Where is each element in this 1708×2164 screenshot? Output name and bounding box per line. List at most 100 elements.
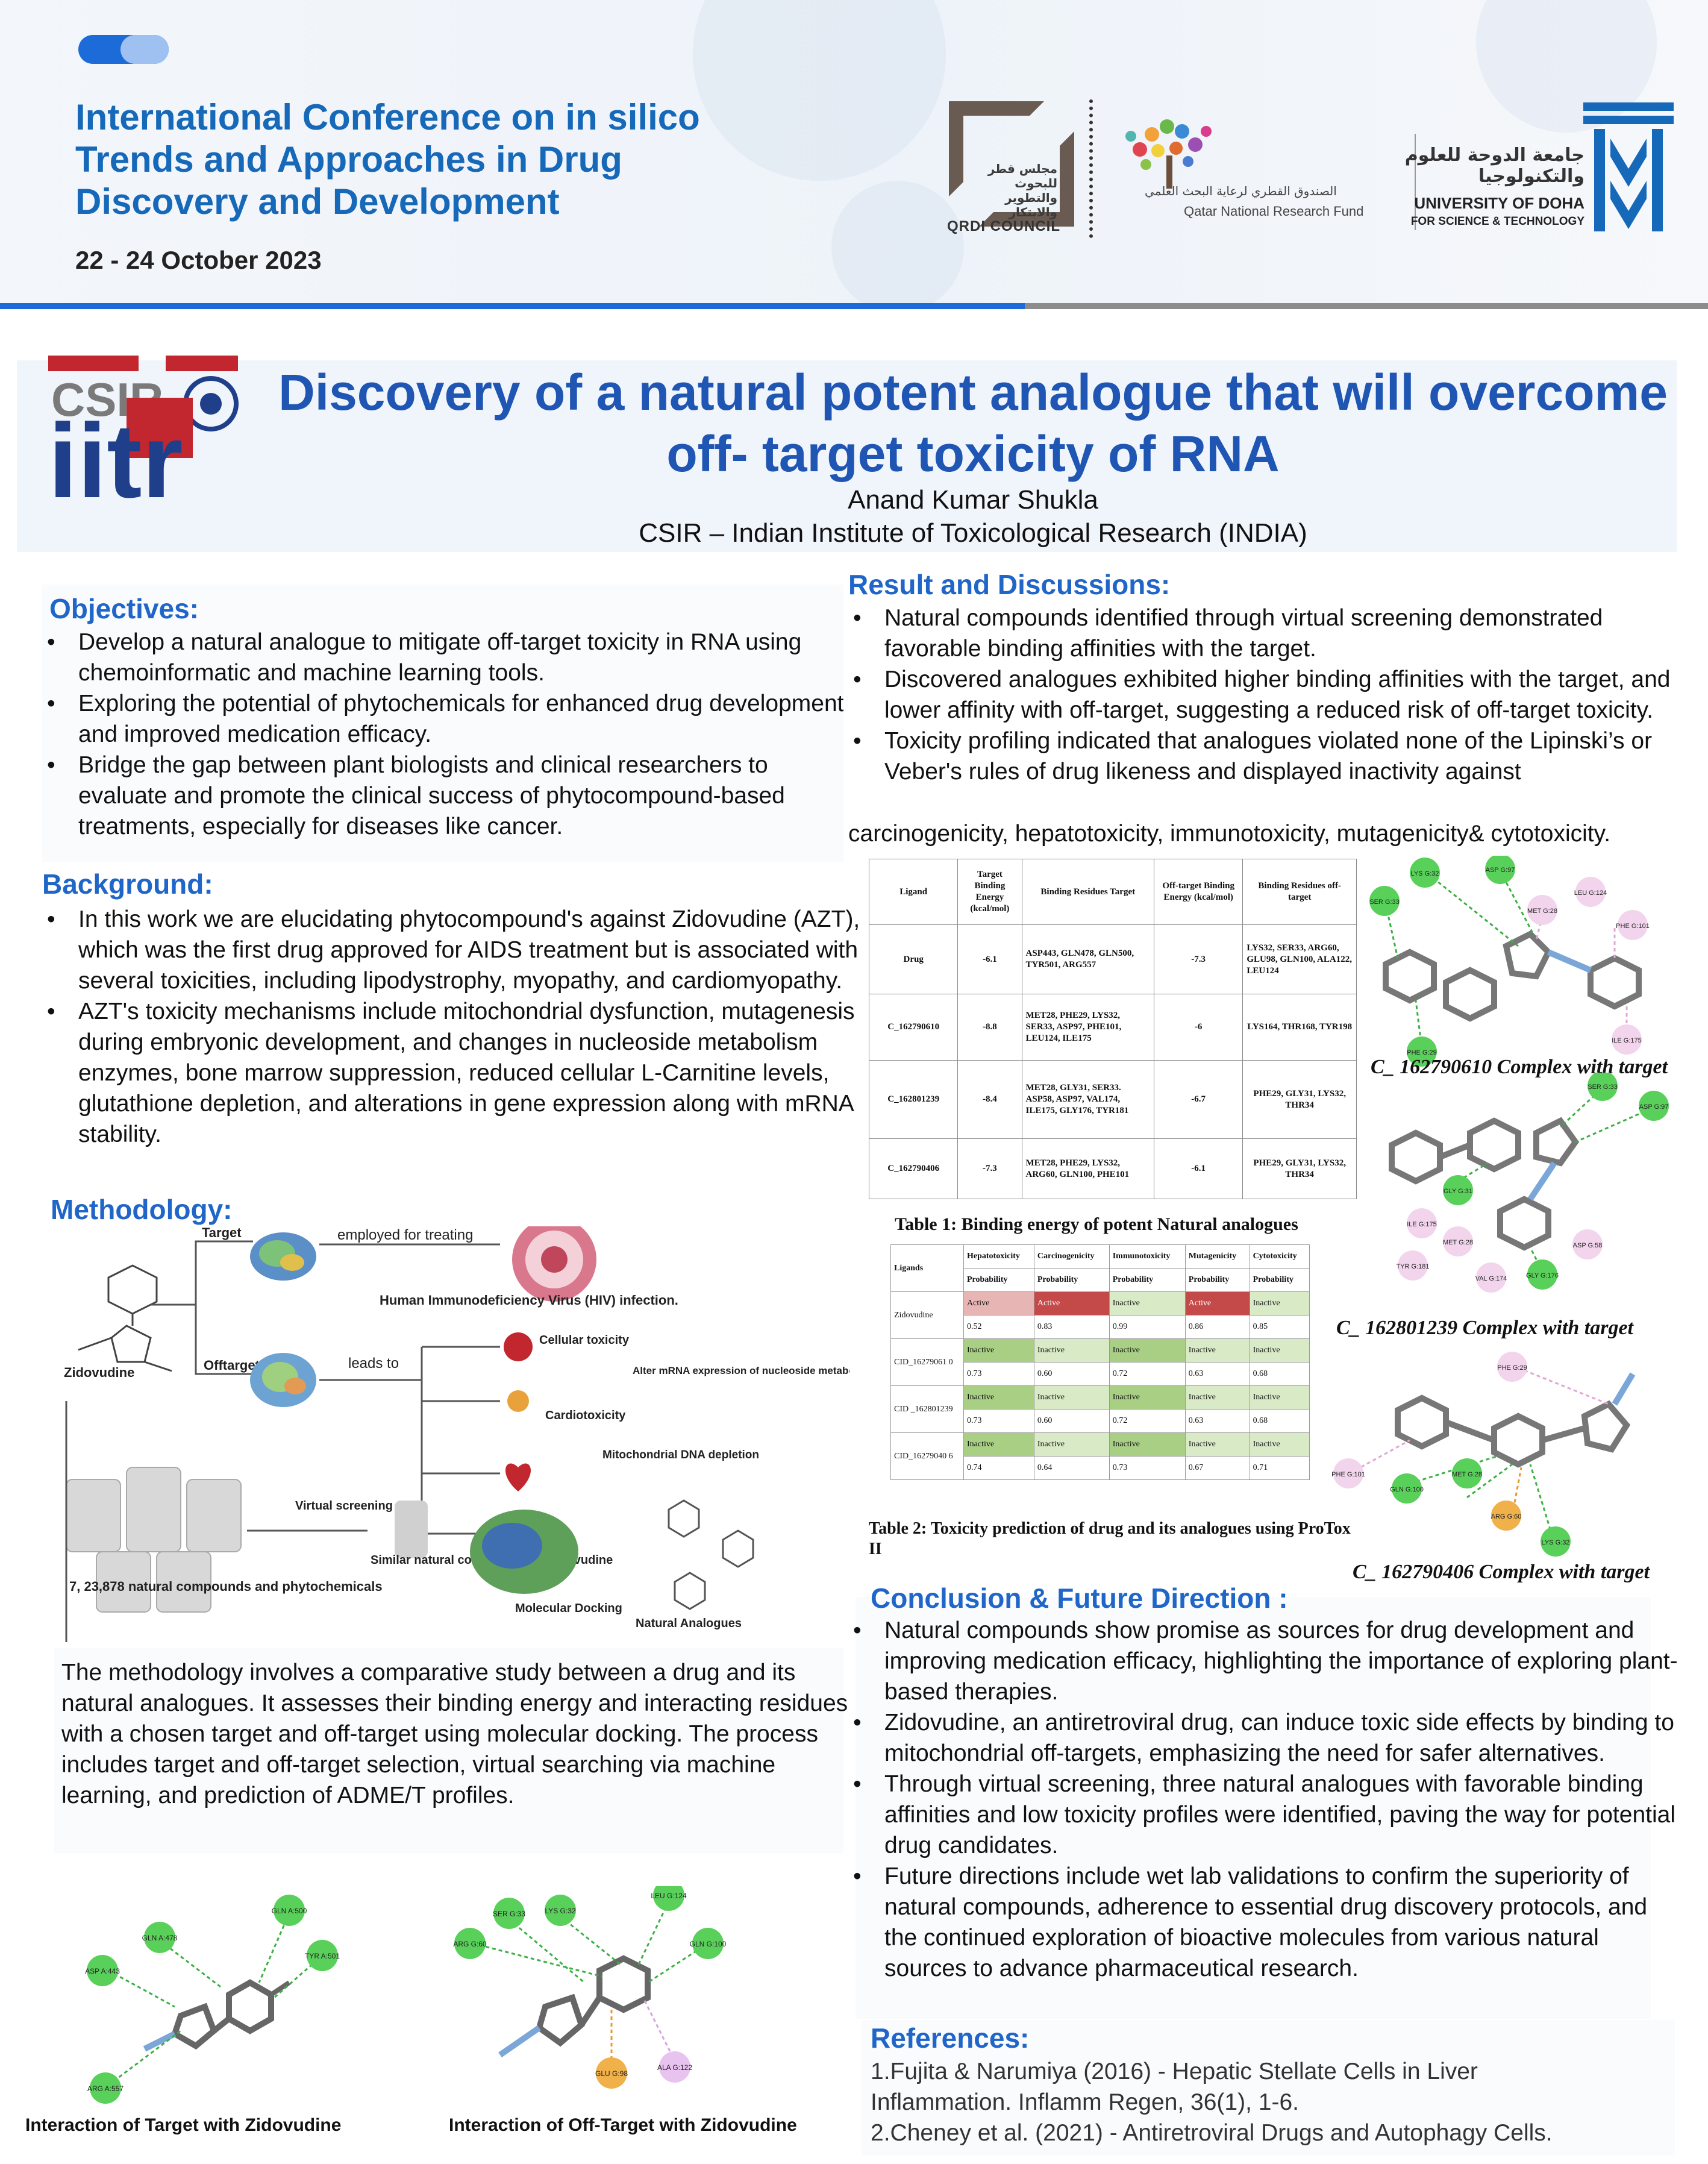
natural-analogues-image (668, 1499, 754, 1610)
table-cell: CID _162801239 (890, 1385, 964, 1433)
residue-label: ARG A:557 (87, 2084, 124, 2093)
status-cell: Inactive (1033, 1432, 1110, 1457)
status-cell: Inactive (963, 1338, 1034, 1363)
banner-divider-bar (0, 303, 1708, 309)
table-header-row: Ligands Hepatotoxicity Carcinogenicity I… (890, 1244, 1310, 1292)
table-header-cell: Mutagenicity (1184, 1244, 1250, 1269)
zidovudine-structure (78, 1264, 172, 1372)
offtarget-protein-image (250, 1353, 316, 1407)
background-heading: Background: (42, 868, 213, 900)
hiv-label: Human Immunodeficiency Virus (HIV) infec… (380, 1293, 678, 1308)
conference-title-line3: Discovery and Development (75, 181, 560, 222)
natural-analogues-label: Natural Analogues (636, 1617, 742, 1630)
table-cell: C_162790406 (868, 1138, 959, 1199)
table-subheader-cell: Probability (1033, 1268, 1110, 1292)
docking-label: Molecular Docking (515, 1602, 622, 1615)
prob-cell: 0.71 (1249, 1456, 1310, 1480)
poster-title: Discovery of a natural potent analogue t… (278, 364, 1668, 482)
conclusion-item: Future directions include wet lab valida… (848, 1861, 1686, 1984)
interaction-offtarget-caption: Interaction of Off-Target with Zidovudin… (449, 2115, 797, 2135)
table-cell: -7.3 (1153, 924, 1243, 994)
background-list: In this work we are elucidating phytocom… (42, 904, 868, 1150)
udst-arabic-text: جامعة الدوحة للعلوم والتكنولوجيا (1404, 145, 1584, 187)
table-cell: -6.1 (957, 924, 1022, 994)
status-cell: Inactive (1109, 1432, 1186, 1457)
residue-label: ARG G:60 (1491, 1513, 1522, 1520)
table-row: C_162790406 -7.3 MET28, PHE29, LYS32, AR… (868, 1138, 1357, 1199)
qrdi-label: QRDI COUNCIL (947, 218, 1060, 234)
table-row: CID_16279061 0 Inactive Inactive Inactiv… (890, 1338, 1310, 1386)
table1-caption: Table 1: Binding energy of potent Natura… (895, 1214, 1298, 1234)
residue-label: ILE G:175 (1612, 1037, 1642, 1044)
residue-label: TYR A:501 (305, 1952, 340, 1960)
table-header-row: Ligand Target Binding Energy (kcal/mol) … (868, 859, 1357, 925)
table-row: 0.73 0.60 0.72 0.63 0.68 (891, 1362, 1310, 1386)
conference-banner (0, 0, 1708, 304)
table-row: 0.52 0.83 0.99 0.86 0.85 (891, 1315, 1310, 1339)
objective-item: Develop a natural analogue to mitigate o… (42, 627, 849, 688)
offtarget-zidovudine-interaction: ARG G:60 SER G:33 LYS G:32 LEU G:124 GLN… (453, 1886, 727, 2089)
table-subheader-cell: Probability (1184, 1268, 1250, 1292)
status-cell: Active (1184, 1291, 1250, 1316)
compounds-label: 7, 23,878 natural compounds and phytoche… (69, 1579, 383, 1594)
residue-label: ASP G:58 (1573, 1242, 1603, 1249)
status-cell: Inactive (1249, 1385, 1310, 1410)
status-cell: Inactive (1249, 1291, 1310, 1316)
status-cell: Inactive (1184, 1385, 1250, 1410)
methodology-description-panel (54, 1648, 843, 1853)
prob-cell: 0.73 (1109, 1456, 1186, 1480)
objectives-heading: Objectives: (49, 593, 199, 624)
udst-emblem (1583, 102, 1674, 231)
residue-label: PHE G:29 (1497, 1364, 1527, 1372)
conclusion-heading: Conclusion & Future Direction : (871, 1582, 1288, 1614)
background-item: In this work we are elucidating phytocom… (42, 904, 868, 996)
residue-label: LYS G:32 (1411, 870, 1439, 877)
prob-cell: 0.72 (1109, 1362, 1186, 1386)
prob-cell: 0.73 (963, 1362, 1034, 1386)
residue-label: ARG G:60 (453, 1940, 487, 1948)
similar-db-icon (395, 1501, 428, 1558)
logo-separator-dots (1089, 99, 1096, 238)
toxicity-table: Ligands Hepatotoxicity Carcinogenicity I… (890, 1244, 1310, 1480)
objective-item: Exploring the potential of phytochemical… (42, 688, 849, 750)
residue-label: GLU G:98 (595, 2069, 628, 2078)
table2-caption: Table 2: Toxicity prediction of drug and… (869, 1519, 1351, 1558)
zidovudine-label: Zidovudine (64, 1365, 134, 1380)
table-cell: CID_16279040 6 (890, 1432, 964, 1480)
prob-cell: 0.68 (1249, 1362, 1310, 1386)
complex-3-caption: C_ 162790406 Complex with target (1353, 1561, 1650, 1583)
residue-label: MET G:28 (1527, 908, 1557, 915)
conclusion-item: Natural compounds show promise as source… (848, 1615, 1686, 1707)
residue-label: SER G:33 (1369, 899, 1400, 906)
prob-cell: 0.60 (1033, 1362, 1110, 1386)
prob-cell: 0.63 (1184, 1362, 1250, 1386)
iitr-logo-text: iitr (48, 403, 183, 506)
prob-cell: 0.72 (1109, 1409, 1186, 1433)
status-cell: Inactive (1184, 1432, 1250, 1457)
prob-cell: 0.99 (1109, 1315, 1186, 1339)
residue-label: LYS G:32 (545, 1907, 575, 1915)
table-cell: MET28, GLY31, SER33. ASP58, ASP97, VAL17… (1021, 1060, 1154, 1139)
prob-cell: 0.85 (1249, 1315, 1310, 1339)
mrna-icon (507, 1390, 529, 1412)
udst-english-text: UNIVERSITY OF DOHA (1414, 194, 1584, 212)
database-icon (66, 1467, 242, 1613)
table-cell: -6 (1153, 994, 1243, 1061)
qnrf-english-text: Qatar National Research Fund (1184, 204, 1364, 219)
table-cell: -7.3 (957, 1138, 1022, 1199)
qrdi-logo: مجلس قطر للبحوث والتطوير والابتكار (943, 95, 1074, 240)
result-item: Toxicity profiling indicated that analog… (848, 726, 1698, 787)
result-item: Discovered analogues exhibited higher bi… (848, 664, 1698, 726)
table-header-cell: Off-target Binding Energy (kcal/mol) (1153, 859, 1243, 925)
status-cell: Inactive (1249, 1432, 1310, 1457)
residue-label: GLY G:31 (1444, 1188, 1472, 1195)
prob-cell: 0.74 (963, 1456, 1034, 1480)
table-cell: LYS164, THR168, TYR198 (1242, 994, 1357, 1061)
hiv-virus-image (512, 1226, 596, 1302)
residue-label: PHE G:101 (1616, 923, 1650, 930)
author-name: Anand Kumar Shukla (848, 485, 1098, 515)
table-subheader-cell: Probability (1109, 1268, 1186, 1292)
status-cell: Inactive (1109, 1291, 1186, 1316)
residue-label: LYS G:32 (1542, 1539, 1570, 1546)
qrdi-arabic-text: مجلس قطر للبحوث والتطوير والابتكار (987, 162, 1057, 219)
